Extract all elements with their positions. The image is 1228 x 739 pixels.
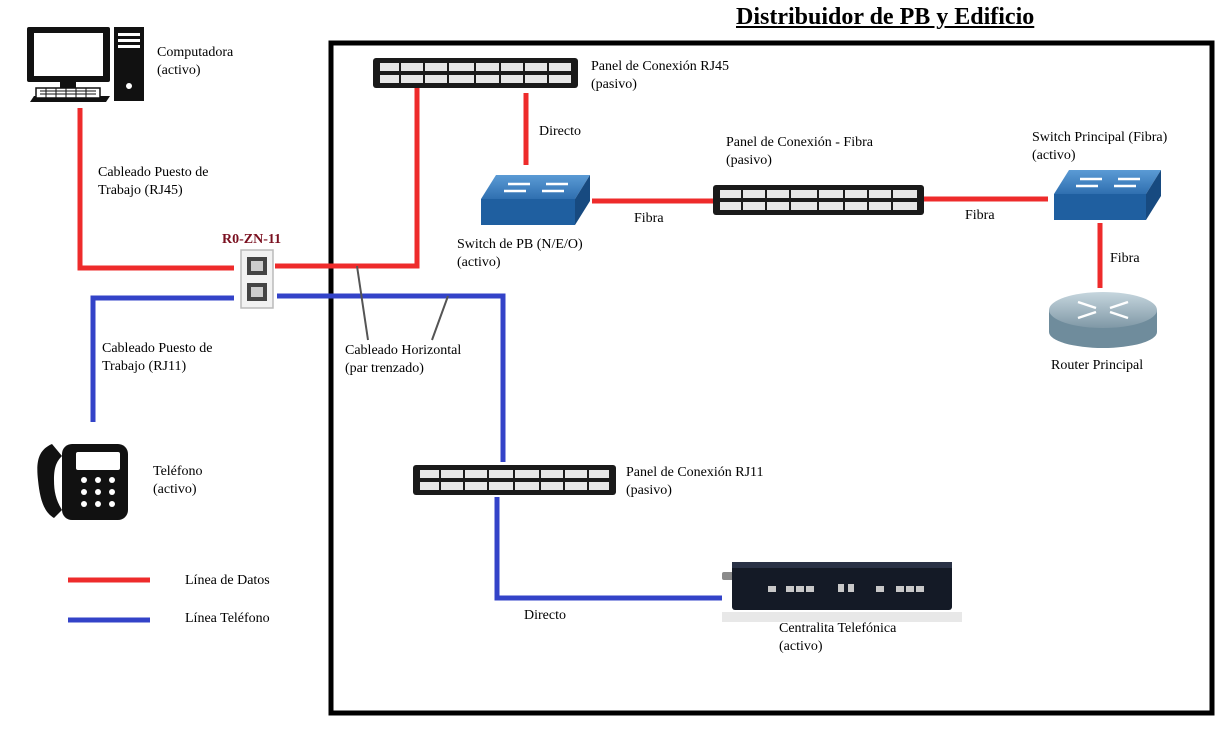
pbx-label: Centralita Telefónica(activo) — [779, 621, 897, 654]
switch-principal-label: Switch Principal (Fibra)(activo) — [1032, 130, 1168, 163]
patch-panel-fibra-icon — [713, 185, 924, 215]
switch-pb-label: Switch de PB (N/E/O)(activo) — [457, 237, 583, 270]
patch-rj45-label: Panel de Conexión RJ45(pasivo) — [591, 59, 730, 92]
distribution-frame — [328, 40, 1215, 716]
data-line-workstation — [77, 108, 234, 271]
fibra-label-3: Fibra — [1110, 251, 1140, 266]
workstation-rj11-label: Cableado Puesto de Trabajo (RJ11) — [102, 341, 213, 374]
directo-label-1: Directo — [539, 124, 581, 139]
patch-panel-rj45-icon — [373, 58, 578, 88]
computer-icon — [27, 27, 144, 102]
router-label: Router Principal — [1051, 358, 1144, 373]
fibra-label-2: Fibra — [965, 208, 995, 223]
directo-label-2: Directo — [524, 608, 566, 623]
fibra-label-1: Fibra — [634, 211, 664, 226]
phone-line-directo — [494, 497, 722, 601]
phone-line-horizontal — [277, 293, 506, 462]
computer-label: Computadora(activo) — [157, 45, 234, 78]
router-icon — [1049, 292, 1157, 348]
horizontal-cabling-label: Cableado Horizontal (par trenzado) — [345, 343, 462, 376]
legend-phone-label: Línea Teléfono — [185, 611, 270, 626]
workstation-rj45-label: Cableado Puesto de Trabajo (RJ45) — [98, 165, 209, 198]
diagram-title: Distribuidor de PB y Edificio — [736, 4, 1035, 30]
switch-principal-icon — [1054, 170, 1161, 220]
wall-socket-icon — [240, 249, 274, 309]
patch-panel-rj11-icon — [413, 465, 616, 495]
horizontal-pointers — [356, 265, 449, 341]
patch-fibra-label: Panel de Conexión - Fibra(pasivo) — [726, 135, 873, 168]
patch-rj11-label: Panel de Conexión RJ11(pasivo) — [626, 465, 764, 498]
legend-data-label: Línea de Datos — [185, 573, 270, 588]
data-line-horizontal — [275, 88, 420, 269]
phone-line-workstation — [90, 295, 234, 422]
switch-pb-icon — [481, 175, 590, 225]
socket-label: R0-ZN-11 — [222, 232, 282, 247]
phone-lines — [68, 293, 722, 623]
telephone-icon — [37, 444, 128, 520]
phone-label: Teléfono(activo) — [153, 464, 203, 497]
pbx-icon — [722, 562, 962, 622]
data-lines — [68, 88, 1103, 583]
